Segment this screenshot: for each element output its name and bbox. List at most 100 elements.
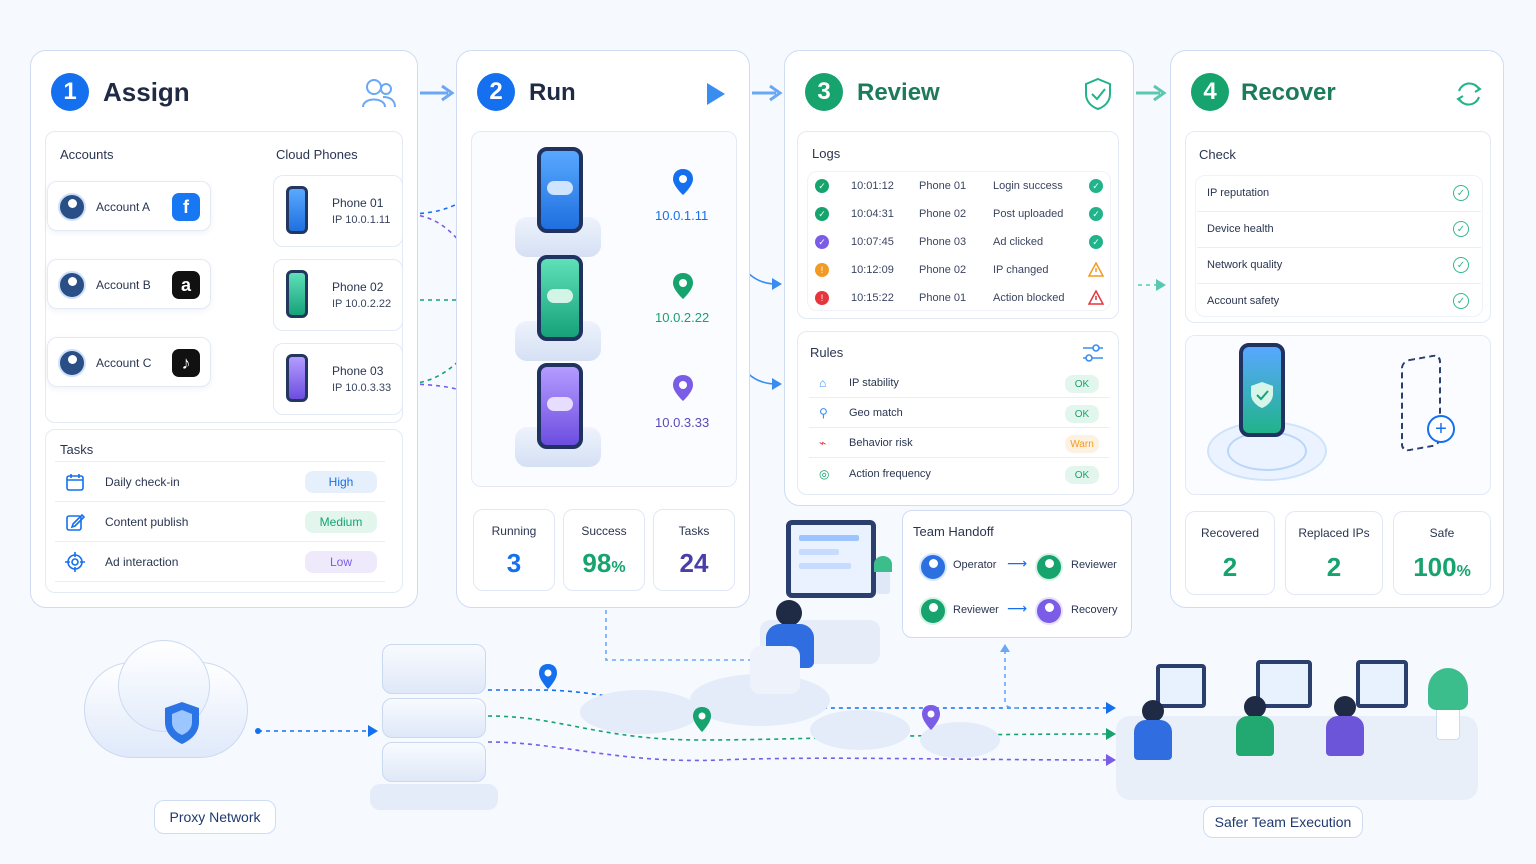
- team-handoff-card: Team Handoff Operator ⟶ Reviewer Reviewe…: [902, 510, 1132, 638]
- recovery-avatar: [1035, 597, 1063, 625]
- phone-icon: [286, 186, 308, 234]
- arrow-right-icon: ⟶: [1007, 600, 1028, 616]
- team-execution-label: Safer Team Execution: [1203, 806, 1363, 838]
- plant-icon: [876, 570, 890, 594]
- check-circle-icon: ✓: [1453, 185, 1469, 201]
- ip-label: 10.0.2.22: [655, 310, 710, 325]
- person-icon: [776, 600, 802, 626]
- facebook-icon: f: [172, 193, 200, 221]
- operator-avatar: [919, 553, 947, 581]
- behavior-risk-icon: ⌁: [819, 436, 827, 450]
- step-number: 3: [805, 73, 843, 111]
- cloud-phone-icon: [537, 147, 583, 233]
- arrow-right-icon: ⟶: [1007, 555, 1028, 571]
- check-icon: ✓: [1089, 235, 1103, 249]
- geo-match-icon: ⚲: [819, 406, 828, 420]
- check-icon: ✓: [1089, 207, 1103, 221]
- stat-running: Running 3: [473, 509, 555, 591]
- phone-shield-icon: [1239, 343, 1285, 437]
- step-title-recover: Recover: [1241, 79, 1336, 106]
- recover-panel: 4 Recover Check IP reputation ✓ Device h…: [1170, 50, 1504, 608]
- step-title-run: Run: [529, 79, 576, 106]
- stat-safe: Safe 100%: [1393, 511, 1491, 595]
- reviewer-avatar: [919, 597, 947, 625]
- location-pin-icon: [693, 707, 711, 732]
- status-ok-icon: ✓: [815, 207, 829, 221]
- location-pin-icon: [673, 169, 693, 195]
- priority-badge: High: [305, 471, 377, 493]
- edit-icon: [66, 513, 85, 531]
- phone-name: Phone 03: [332, 364, 384, 378]
- review-panel: 3 Review Logs ✓ 10:01:12 Phone 01 Login …: [784, 50, 1134, 506]
- rule-status-badge: OK: [1065, 405, 1099, 423]
- phone-icon: [286, 270, 308, 318]
- amazon-icon: a: [172, 271, 200, 299]
- person-icon: [1142, 700, 1164, 722]
- phone-card[interactable]: Phone 03 IP 10.0.3.33: [273, 343, 403, 415]
- sliders-icon[interactable]: [1082, 344, 1104, 362]
- priority-badge: Medium: [305, 511, 377, 533]
- check-header: Check: [1199, 147, 1236, 162]
- stat-tasks: Tasks 24: [653, 509, 735, 591]
- warning-icon: [1088, 290, 1104, 305]
- ip-label: 10.0.3.33: [655, 415, 710, 430]
- step-number: 2: [477, 73, 515, 111]
- warning-icon: [1088, 262, 1104, 277]
- account-name: Account C: [96, 356, 152, 370]
- handoff-header: Team Handoff: [913, 524, 994, 539]
- phone-card[interactable]: Phone 01 IP 10.0.1.11: [273, 175, 403, 247]
- task-name: Content publish: [105, 515, 189, 529]
- rule-status-badge: OK: [1065, 466, 1099, 484]
- person-icon: [1334, 696, 1356, 718]
- phones-stage: [471, 131, 737, 487]
- account-card[interactable]: Account A f: [47, 181, 211, 231]
- check-circle-icon: ✓: [1453, 221, 1469, 237]
- cloud-icon: [547, 181, 573, 195]
- status-warn-icon: !: [815, 263, 829, 277]
- status-ok-icon: ✓: [815, 179, 829, 193]
- proxy-network-label: Proxy Network: [154, 800, 276, 834]
- avatar: [58, 193, 86, 221]
- shield-icon: [165, 702, 199, 744]
- phone-card[interactable]: Phone 02 IP 10.0.2.22: [273, 259, 403, 331]
- monitor-icon: [1256, 660, 1312, 708]
- rule-status-badge: OK: [1065, 375, 1099, 393]
- plant-icon: [1436, 706, 1460, 740]
- step-title-assign: Assign: [103, 77, 190, 107]
- refresh-icon[interactable]: [1453, 79, 1485, 109]
- assign-panel: 1 Assign Accounts Cloud Phones Account A…: [30, 50, 418, 608]
- shield-check-icon: [1251, 382, 1273, 408]
- phone-name: Phone 01: [332, 196, 384, 210]
- location-pin-icon: [673, 375, 693, 401]
- calendar-icon: [66, 474, 84, 491]
- run-panel: 2 Run 10.0.1.11 10.0.2.22 10.0.3.33 Runn…: [456, 50, 750, 608]
- tiktok-icon: ♪: [172, 349, 200, 377]
- monitor-icon: [1156, 664, 1206, 708]
- task-name: Ad interaction: [105, 555, 179, 569]
- cloud-icon: [547, 289, 573, 303]
- check-circle-icon: ✓: [1453, 293, 1469, 309]
- account-card[interactable]: Account C ♪: [47, 337, 211, 387]
- account-card[interactable]: Account B a: [47, 259, 211, 309]
- ip-stability-icon: ⌂: [819, 376, 827, 390]
- step-number: 1: [51, 73, 89, 111]
- avatar: [58, 349, 86, 377]
- location-pin-icon: [673, 273, 693, 299]
- add-icon[interactable]: +: [1427, 415, 1455, 443]
- shield-check-icon: [1085, 77, 1111, 111]
- monitor-icon: [786, 520, 876, 598]
- play-icon[interactable]: [703, 81, 727, 107]
- step-title-review: Review: [857, 79, 940, 106]
- tasks-header: Tasks: [60, 442, 94, 457]
- stat-replaced-ips: Replaced IPs 2: [1285, 511, 1383, 595]
- monitor-icon: [1356, 660, 1408, 708]
- accounts-header: Accounts: [60, 147, 114, 162]
- location-pin-icon: [922, 705, 940, 730]
- action-frequency-icon: ◎: [819, 467, 830, 481]
- ip-label: 10.0.1.11: [655, 208, 709, 223]
- phone-ip: IP 10.0.3.33: [332, 382, 392, 394]
- phone-name: Phone 02: [332, 280, 384, 294]
- avatar: [58, 271, 86, 299]
- status-error-icon: !: [815, 291, 829, 305]
- person-icon: [1244, 696, 1266, 718]
